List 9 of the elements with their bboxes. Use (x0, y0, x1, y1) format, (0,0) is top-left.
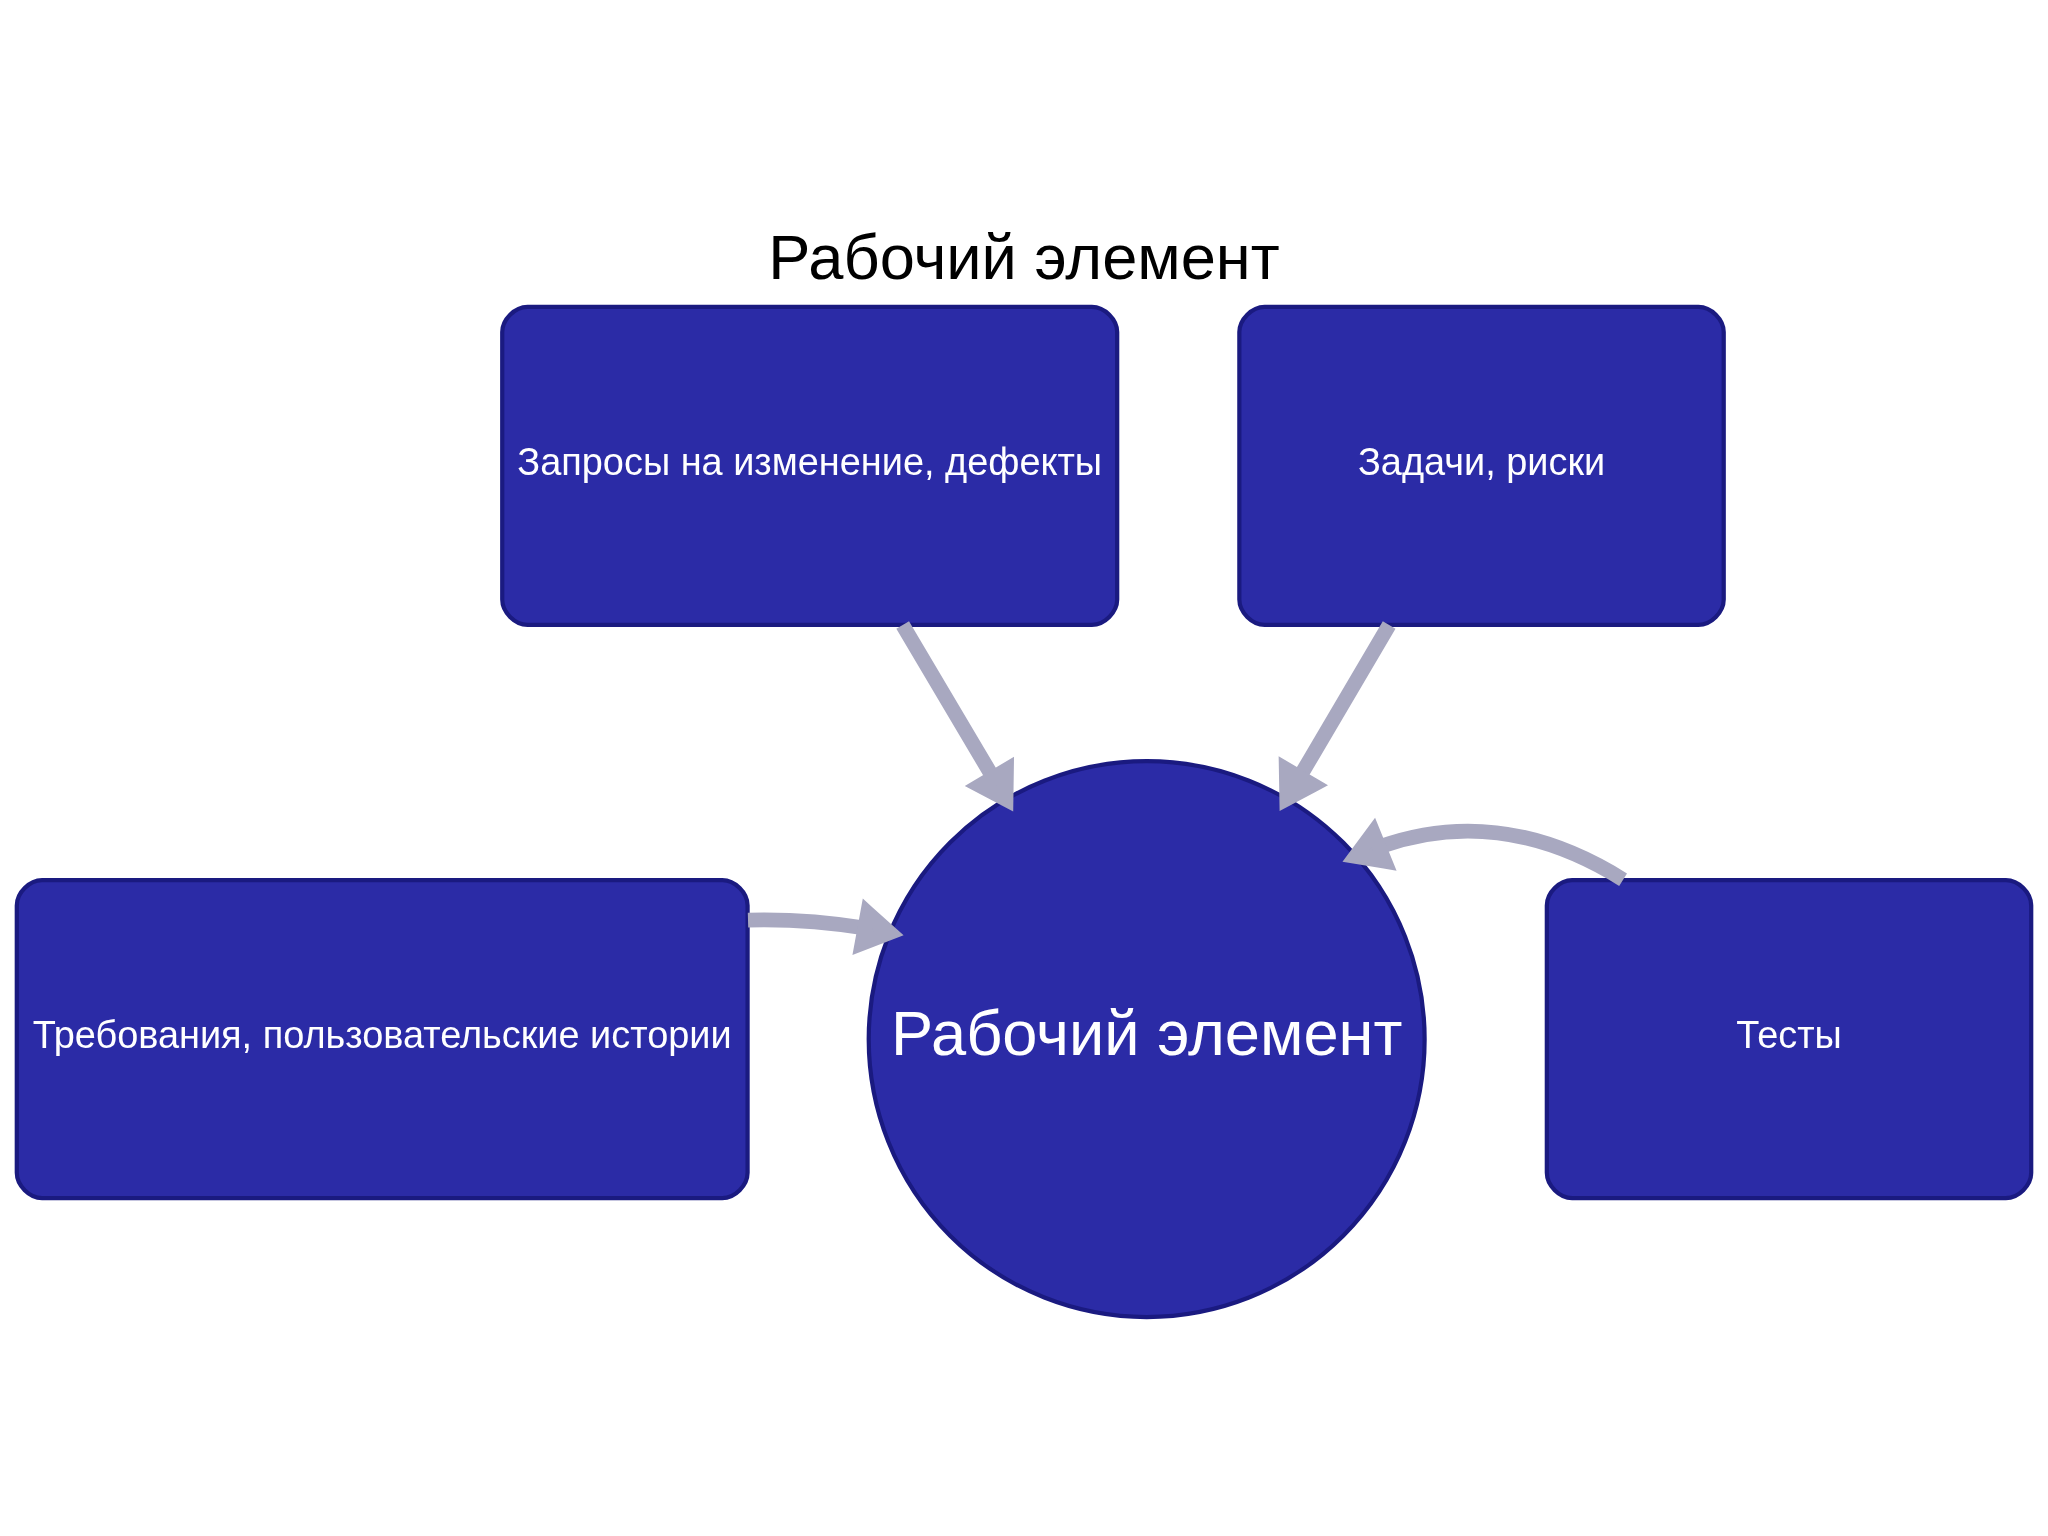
node-box: Запросы на изменение, дефекты (500, 304, 1120, 627)
node-box: Задачи, риски (1237, 304, 1726, 627)
arrow (1278, 620, 1396, 811)
diagram-title: Рабочий элемент (768, 221, 1280, 292)
arrow (896, 620, 1015, 812)
node-box: Тесты (1544, 877, 2034, 1200)
arrow (747, 898, 904, 955)
node-box: Требования, пользовательские истории (14, 877, 750, 1200)
arrow (1342, 817, 1627, 886)
